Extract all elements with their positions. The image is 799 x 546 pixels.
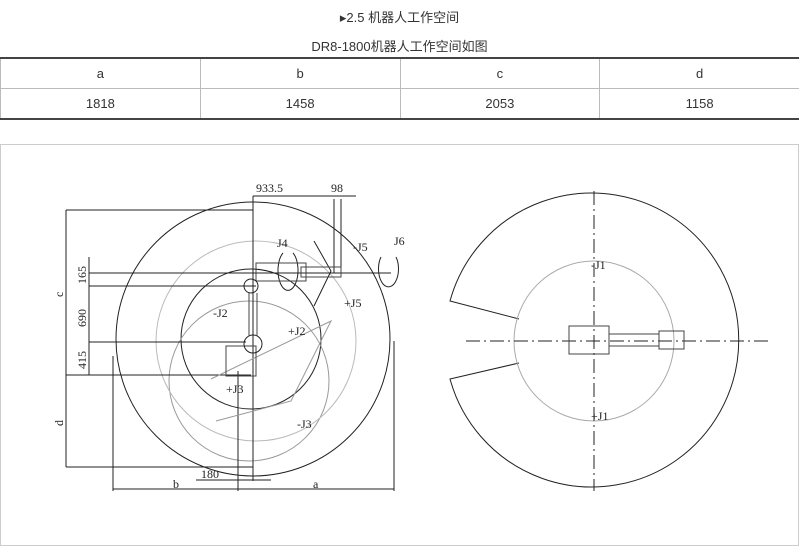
- dim-165: 165: [75, 266, 89, 284]
- dim-c: c: [52, 292, 66, 297]
- workspace-dimensions-table: a b c d 1818 1458 2053 1158: [0, 57, 799, 120]
- header-c: c: [400, 58, 600, 89]
- dim-d: d: [52, 420, 66, 426]
- figure-caption: DR8-1800机器人工作空间如图: [0, 36, 799, 55]
- label-minus-j5: -J5: [353, 240, 368, 254]
- header-d: d: [600, 58, 799, 89]
- value-c: 2053: [400, 89, 600, 120]
- value-d: 1158: [600, 89, 799, 120]
- label-j6: J6: [394, 234, 405, 248]
- value-b: 1458: [200, 89, 400, 120]
- dim-98: 98: [331, 181, 343, 195]
- label-j4: J4: [277, 236, 288, 250]
- label-plus-j2: +J2: [288, 324, 305, 338]
- section-title: ▸2.5 机器人工作空间: [0, 7, 799, 26]
- value-a: 1818: [1, 89, 201, 120]
- label-plus-j3: +J3: [226, 382, 243, 396]
- label-minus-j3: -J3: [297, 417, 312, 431]
- table-header-row: a b c d: [1, 58, 799, 89]
- header-a: a: [1, 58, 201, 89]
- side-view: [66, 196, 399, 491]
- label-minus-j2: -J2: [213, 306, 228, 320]
- dim-690: 690: [75, 309, 89, 327]
- dim-b: b: [173, 477, 179, 491]
- dim-a: a: [313, 477, 319, 491]
- label-plus-j5: +J5: [344, 296, 361, 310]
- dim-180: 180: [201, 467, 219, 481]
- dim-933-5: 933.5: [256, 181, 283, 195]
- header-b: b: [200, 58, 400, 89]
- workspace-drawing: 933.5 98 165 690 415 180 c d b a J4 J6 -…: [0, 144, 799, 546]
- table-row: 1818 1458 2053 1158: [1, 89, 799, 120]
- top-view: [450, 191, 771, 491]
- label-minus-j1: -J1: [591, 258, 606, 272]
- label-plus-j1: +J1: [591, 409, 608, 423]
- dim-415: 415: [75, 351, 89, 369]
